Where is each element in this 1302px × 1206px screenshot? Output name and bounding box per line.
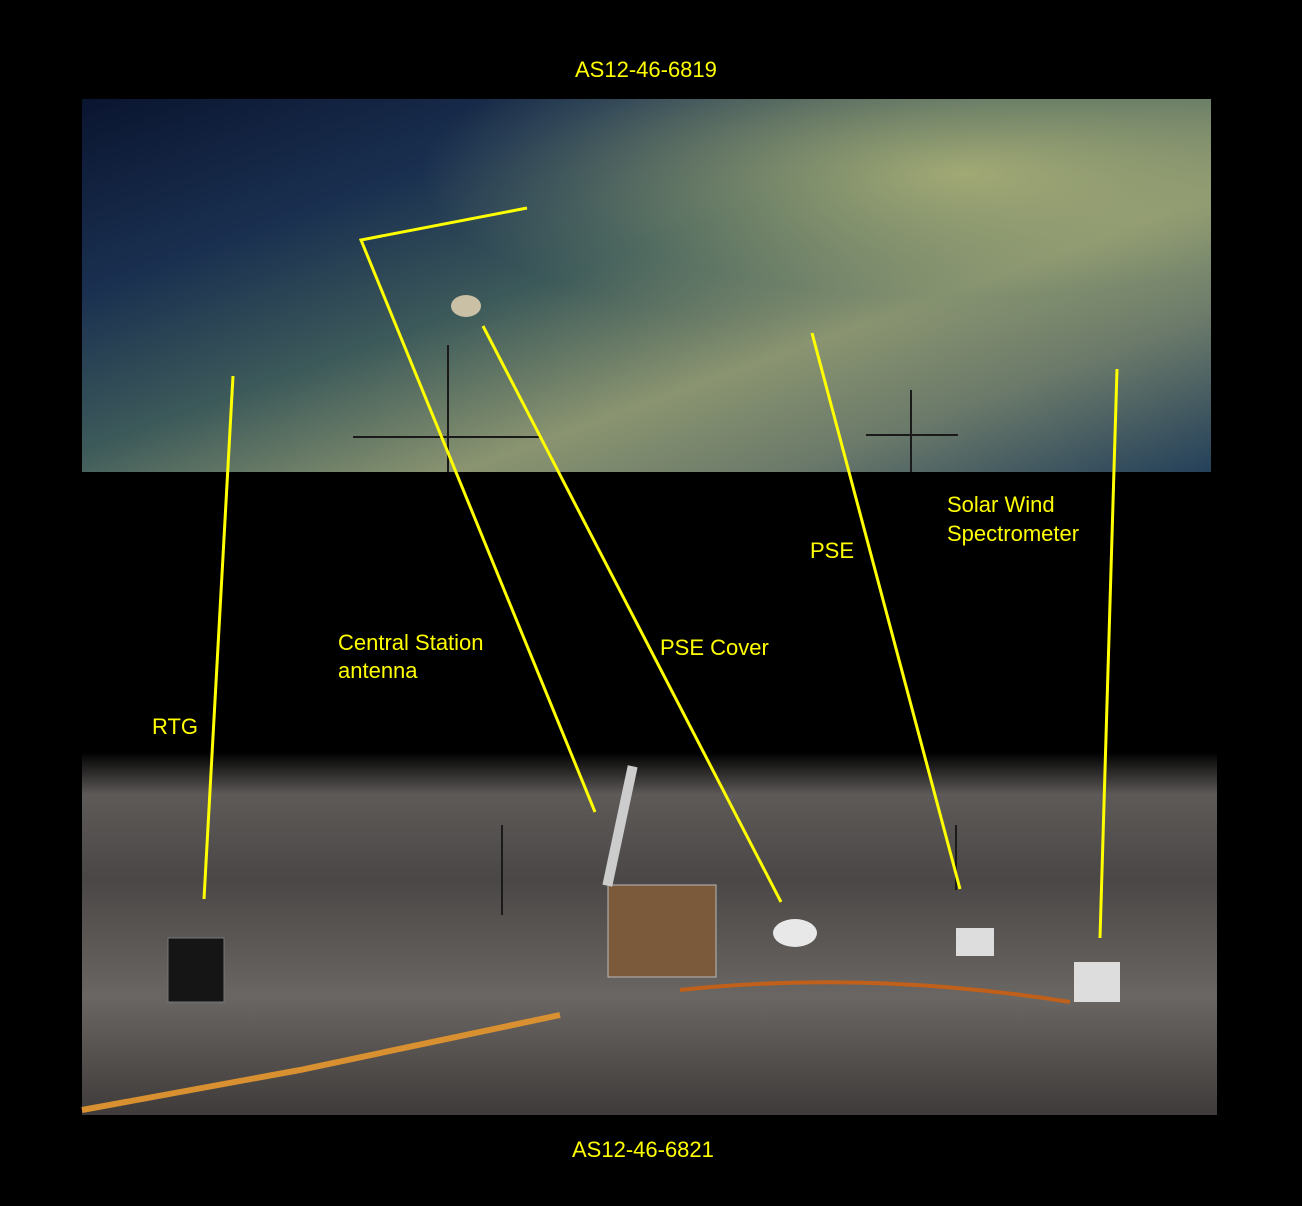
top-photo-sky bbox=[82, 99, 1211, 472]
central-station-label-line2: antenna bbox=[338, 658, 418, 683]
central-station-label-line1: Central Station bbox=[338, 630, 484, 655]
rtg-leader bbox=[202, 375, 235, 900]
pse-cover-label: PSE Cover bbox=[660, 635, 769, 660]
cable bbox=[679, 980, 1071, 1004]
solar-wind-label-line1: Solar Wind bbox=[947, 492, 1055, 517]
pse-cover-in-sky bbox=[451, 295, 481, 317]
rtg-object bbox=[167, 937, 225, 1003]
cable bbox=[81, 1012, 561, 1113]
rtg-label: RTG bbox=[152, 714, 199, 739]
pse-cover-object bbox=[773, 919, 817, 947]
solar-wind-label-line2: Spectrometer bbox=[947, 521, 1080, 546]
solar-wind-spectrometer-object bbox=[1074, 962, 1120, 1002]
solar-wind-leader bbox=[1098, 368, 1119, 939]
pse-leader bbox=[810, 332, 962, 890]
pse-cover-leader bbox=[481, 325, 783, 903]
bottom-photo-lunar-surface bbox=[82, 644, 1217, 1115]
top-photo-id: AS12-46-6819 bbox=[575, 57, 717, 82]
central-station-antenna-leader bbox=[358, 206, 597, 813]
pse-label: PSE bbox=[810, 538, 855, 563]
central-station-object bbox=[607, 884, 717, 978]
bottom-photo-id: AS12-46-6821 bbox=[572, 1137, 714, 1162]
antenna-object bbox=[602, 765, 638, 887]
pse-object bbox=[956, 928, 994, 956]
